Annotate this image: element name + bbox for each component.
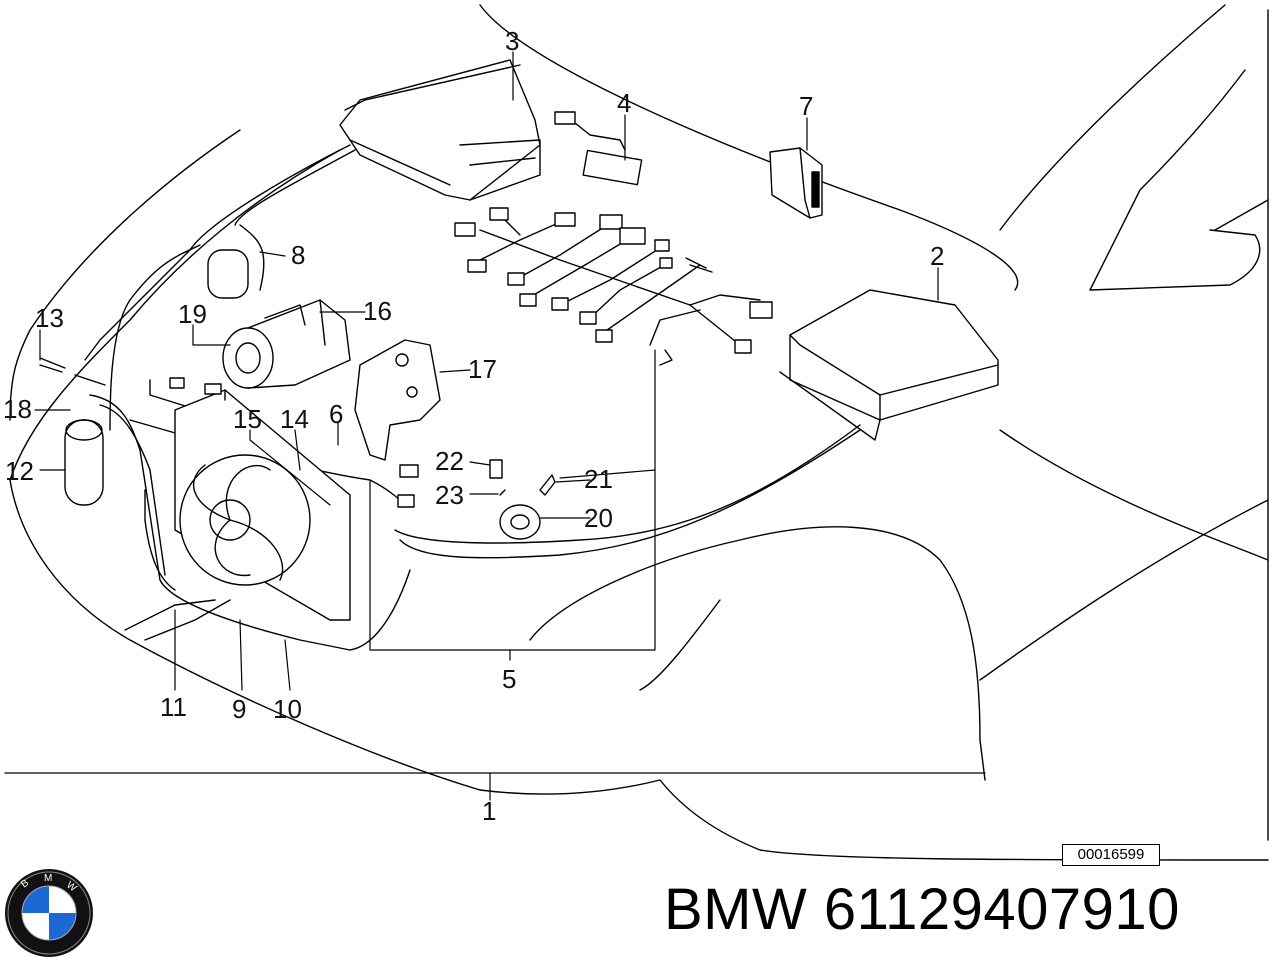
condenser	[144, 389, 351, 621]
callout-17: 17	[468, 354, 497, 384]
callout-16: 16	[363, 296, 392, 326]
callout-2: 2	[930, 241, 944, 271]
callout-12: 12	[5, 456, 34, 486]
callout-19: 19	[178, 299, 207, 329]
reference-code: 00016599	[1062, 844, 1160, 866]
callout-numbers: 1 2 3 4 5 6 7 8 9 10 11 12 13 14 15 16 1…	[3, 26, 944, 826]
callout-4: 4	[617, 88, 631, 118]
bmw-roundel-logo: B M W	[5, 869, 93, 957]
sensors	[489, 459, 556, 540]
callout-11: 11	[160, 692, 187, 722]
part-title: BMW 61129407910	[664, 877, 1180, 942]
callout-3: 3	[505, 26, 519, 56]
callout-23: 23	[435, 480, 464, 510]
refrigerant-lines	[84, 144, 861, 651]
callout-20: 20	[584, 503, 613, 533]
callout-7: 7	[799, 91, 813, 121]
callout-22: 22	[435, 446, 464, 476]
control-panel	[769, 147, 823, 219]
connectors	[39, 249, 419, 641]
callout-15: 15	[233, 404, 262, 434]
callout-8: 8	[291, 240, 305, 270]
heater-box	[339, 59, 541, 201]
evaporator-box	[779, 289, 999, 441]
callout-13: 13	[35, 303, 64, 333]
callout-21: 21	[584, 464, 613, 494]
car-body-outline	[9, 4, 1269, 861]
compressor	[222, 299, 351, 389]
callout-5: 5	[502, 664, 516, 694]
logo-letter-m: M	[44, 873, 52, 884]
callout-9: 9	[232, 694, 246, 724]
receiver-dryer	[64, 419, 104, 506]
callout-18: 18	[3, 394, 32, 424]
control-unit	[554, 111, 643, 186]
wiring-harness	[454, 207, 773, 366]
leader-lines	[4, 51, 986, 801]
callout-1: 1	[482, 796, 496, 826]
callout-10: 10	[273, 694, 302, 724]
callout-6: 6	[329, 399, 343, 429]
callout-14: 14	[280, 404, 309, 434]
compressor-bracket	[354, 339, 441, 461]
